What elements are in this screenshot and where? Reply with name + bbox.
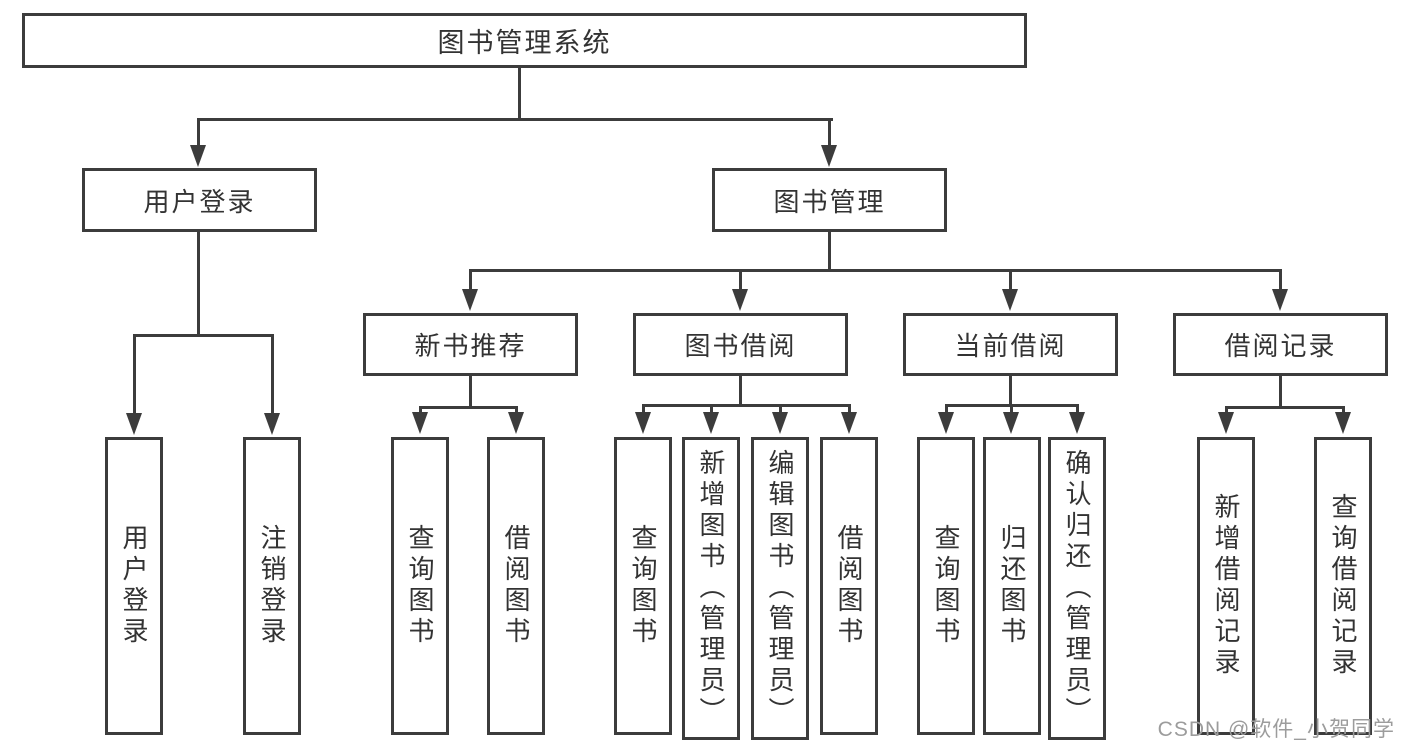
- node-book-borrow: 图书借阅: [633, 313, 848, 376]
- connector-line: [133, 336, 136, 415]
- arrow-down-icon: [635, 412, 651, 434]
- connector-line: [1225, 408, 1228, 415]
- node-book-borrow-label: 图书借阅: [684, 331, 797, 361]
- node-borrow-records: 借阅记录: [1173, 313, 1388, 376]
- connector-line: [419, 406, 518, 409]
- connector-line: [945, 404, 1079, 407]
- arrow-down-icon: [190, 145, 206, 167]
- leaf-query-books-recommend-label: 查询图书: [405, 524, 435, 648]
- connector-line: [197, 231, 200, 337]
- leaf-return-books: 归还图书: [983, 437, 1041, 735]
- arrow-down-icon: [462, 289, 478, 311]
- node-book-mgmt: 图书管理: [712, 168, 947, 232]
- arrow-down-icon: [703, 412, 719, 434]
- leaf-query-borrow-record-label: 查询借阅记录: [1328, 493, 1358, 679]
- watermark: CSDN @软件_小贺同学: [1157, 718, 1395, 741]
- arrow-down-icon: [1002, 289, 1018, 311]
- arrow-down-icon: [264, 413, 280, 435]
- node-current-borrow: 当前借阅: [903, 313, 1118, 376]
- arrow-down-icon: [1069, 412, 1085, 434]
- arrow-down-icon: [772, 412, 788, 434]
- connector-line: [518, 68, 521, 120]
- leaf-query-books-current: 查询图书: [917, 437, 975, 735]
- arrow-down-icon: [821, 145, 837, 167]
- node-root-label: 图书管理系统: [437, 28, 612, 58]
- arrow-down-icon: [1218, 412, 1234, 434]
- node-borrow-records-label: 借阅记录: [1224, 331, 1337, 361]
- leaf-query-borrow-record: 查询借阅记录: [1314, 437, 1372, 735]
- leaf-add-books-admin: 新增图书（管理员）: [682, 437, 740, 740]
- leaf-logout-label: 注销登录: [257, 524, 287, 648]
- connector-line: [779, 406, 782, 414]
- connector-line: [271, 336, 274, 415]
- arrow-down-icon: [412, 412, 428, 434]
- leaf-query-books-borrow-label: 查询图书: [628, 524, 658, 648]
- node-root: 图书管理系统: [22, 13, 1027, 68]
- connector-line: [197, 118, 833, 121]
- leaf-borrow-books: 借阅图书: [820, 437, 878, 735]
- connector-line: [1279, 271, 1282, 291]
- leaf-query-books-recommend: 查询图书: [391, 437, 449, 735]
- connector-line: [1225, 406, 1345, 409]
- arrow-down-icon: [508, 412, 524, 434]
- node-book-mgmt-label: 图书管理: [773, 186, 886, 217]
- arrow-down-icon: [841, 412, 857, 434]
- leaf-return-books-label: 归还图书: [997, 524, 1027, 648]
- connector-line: [419, 408, 422, 415]
- arrow-down-icon: [732, 289, 748, 311]
- arrow-down-icon: [1272, 289, 1288, 311]
- leaf-add-borrow-record-label: 新增借阅记录: [1211, 493, 1241, 679]
- connector-line: [1009, 375, 1012, 406]
- connector-line: [515, 408, 518, 415]
- arrow-down-icon: [938, 412, 954, 434]
- connector-line: [945, 406, 948, 414]
- leaf-user-login-label: 用户登录: [119, 524, 149, 648]
- connector-line: [469, 375, 472, 408]
- leaf-user-login: 用户登录: [105, 437, 163, 735]
- connector-line: [133, 334, 274, 337]
- leaf-query-books-borrow: 查询图书: [614, 437, 672, 735]
- leaf-borrow-books-recommend-label: 借阅图书: [501, 524, 531, 648]
- connector-line: [1076, 406, 1079, 414]
- connector-line: [469, 271, 472, 291]
- node-user-login: 用户登录: [82, 168, 317, 232]
- connector-line: [739, 271, 742, 291]
- connector-line: [1342, 408, 1345, 415]
- arrow-down-icon: [1003, 412, 1019, 434]
- node-new-books-label: 新书推荐: [414, 331, 527, 361]
- connector-line: [642, 406, 645, 414]
- leaf-borrow-books-recommend: 借阅图书: [487, 437, 545, 735]
- leaf-edit-books-admin: 编辑图书（管理员）: [751, 437, 809, 740]
- connector-line: [1009, 271, 1012, 291]
- arrow-down-icon: [1335, 412, 1351, 434]
- connector-line: [828, 120, 831, 148]
- leaf-add-books-admin-label: 新增图书（管理员）: [696, 449, 726, 728]
- connector-line: [739, 375, 742, 406]
- connector-line: [197, 120, 200, 148]
- connector-line: [469, 269, 1282, 272]
- node-new-books: 新书推荐: [363, 313, 578, 376]
- leaf-edit-books-admin-label: 编辑图书（管理员）: [765, 449, 795, 728]
- arrow-down-icon: [126, 413, 142, 435]
- connector-line: [848, 406, 851, 414]
- connector-line: [642, 404, 851, 407]
- connector-line: [828, 231, 831, 272]
- leaf-confirm-return-admin-label: 确认归还（管理员）: [1062, 449, 1092, 728]
- leaf-confirm-return-admin: 确认归还（管理员）: [1048, 437, 1106, 740]
- leaf-logout: 注销登录: [243, 437, 301, 735]
- connector-line: [710, 406, 713, 414]
- leaf-query-books-current-label: 查询图书: [931, 524, 961, 648]
- leaf-add-borrow-record: 新增借阅记录: [1197, 437, 1255, 735]
- connector-line: [1010, 406, 1013, 414]
- leaf-borrow-books-label: 借阅图书: [834, 524, 864, 648]
- node-current-borrow-label: 当前借阅: [954, 331, 1067, 361]
- connector-line: [1279, 375, 1282, 408]
- node-user-login-label: 用户登录: [143, 186, 256, 217]
